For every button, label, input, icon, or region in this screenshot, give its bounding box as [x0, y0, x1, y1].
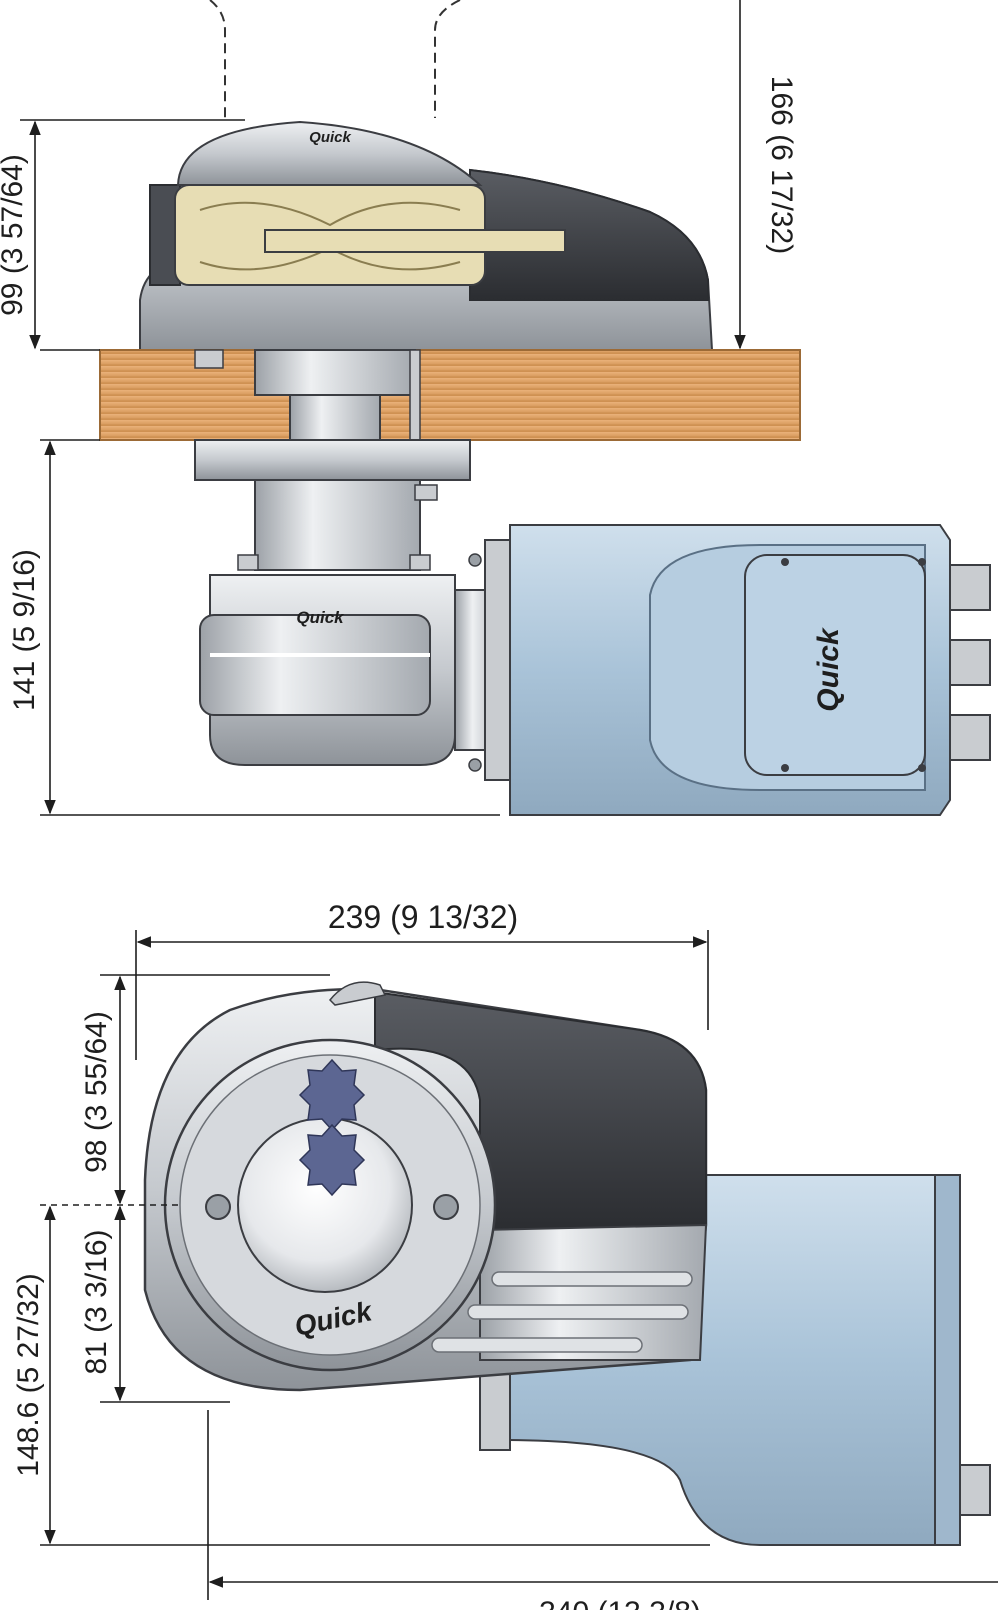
terminal-2 [949, 639, 991, 686]
terminal-1 [949, 564, 991, 611]
chain-pipe-right-dashed [434, 0, 461, 118]
dim-label-total-height: 148.6 (5 27/32) [12, 1273, 45, 1476]
side-terminal [959, 1464, 991, 1516]
through-deck-collar [254, 349, 416, 396]
dim-label-top-height: 99 (3 57/64) [0, 154, 29, 316]
motor-flange [484, 539, 511, 781]
dim-label-width: 239 (9 13/32) [328, 899, 518, 935]
star-knob-upper [298, 1058, 366, 1132]
side-view: Quick 239 (9 13/32) 98 (3 55/64) 81 (3 3… [12, 899, 998, 1615]
shaft [289, 394, 381, 441]
drum-bolt-right [433, 1194, 459, 1220]
dim-label-below-deck: 141 (5 9/16) [8, 549, 41, 711]
dim-label-total-length: 340 (13 3/8) [539, 1596, 701, 1610]
stud [409, 349, 421, 441]
upper-windlass: Quick [139, 120, 714, 351]
lever-socket [328, 981, 387, 1006]
top-view: Quick Quick [0, 0, 991, 816]
chain-guide [264, 229, 566, 253]
drum-bolt-left [205, 1194, 231, 1220]
dim-label-upper-height: 98 (3 55/64) [80, 1011, 113, 1173]
side-dimensions [40, 930, 998, 1600]
mounting-plate [194, 439, 471, 481]
motor-brand: Quick [812, 627, 845, 712]
top-dimensions [20, 0, 746, 816]
deck [99, 349, 801, 441]
deck-nut [194, 349, 224, 369]
gearbox-neck [254, 479, 421, 571]
dark-cover [469, 168, 709, 301]
chain-stripper [149, 184, 181, 286]
dim-label-lower-height: 81 (3 3/16) [80, 1229, 113, 1374]
cap-brand: Quick [309, 129, 351, 146]
gypsy-cap [176, 120, 483, 186]
chain-pipe-left-dashed [209, 0, 226, 118]
star-knob-lower [298, 1123, 366, 1197]
terminal-3 [949, 714, 991, 761]
gearbox-brand: Quick [296, 608, 345, 627]
dim-label-deck-to-chain: 166 (6 17/32) [765, 76, 798, 254]
below-deck-unit: Quick Quick [194, 439, 991, 816]
terminal-box [744, 554, 926, 776]
